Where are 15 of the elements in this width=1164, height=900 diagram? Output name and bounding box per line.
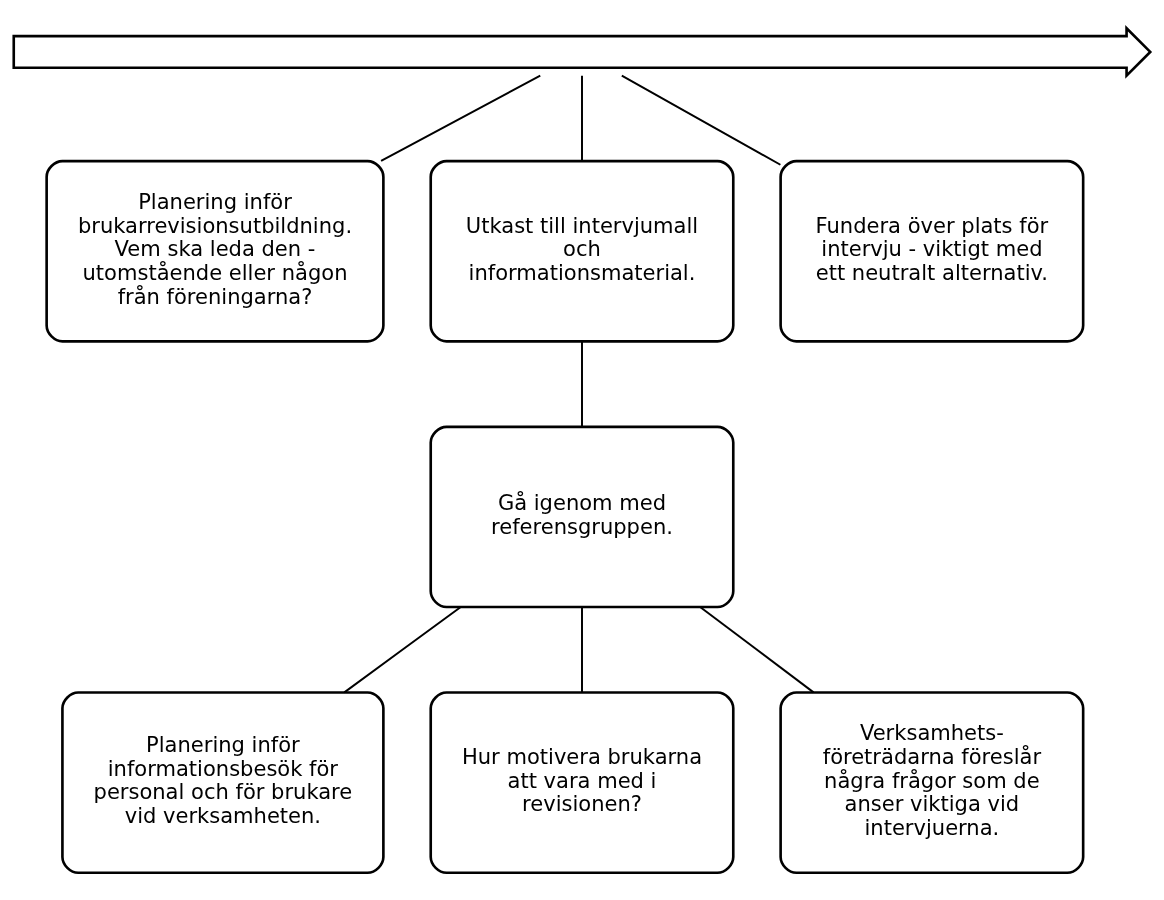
connector [343, 605, 462, 693]
node-arrow [12, 24, 1153, 79]
node-box: Fundera över plats för intervju - viktigt med ett neutralt alternativ. [779, 159, 1085, 343]
node-box: Gå igenom med referensgruppen. [429, 425, 735, 608]
connector [699, 605, 815, 693]
connector [380, 74, 542, 162]
connector [581, 74, 583, 162]
node-box: Hur motivera brukarna att vara med i revisionen? [429, 690, 735, 874]
node-box: Planering inför brukarrevisionsutbildning. Vem ska leda den - utomstående eller någon från föreningarna? [45, 159, 385, 343]
node-box: Utkast till intervjumall och informationsmaterial. [429, 159, 735, 343]
node-box: Planering inför informationsbesök för personal och för brukare vid verksamheten. [61, 690, 385, 874]
connector [581, 340, 583, 428]
connector [581, 605, 583, 693]
connector [620, 74, 782, 166]
node-box: Verksamhets- företrädarna föreslår några frågor som de anser viktiga vid intervjuerna. [779, 690, 1085, 874]
